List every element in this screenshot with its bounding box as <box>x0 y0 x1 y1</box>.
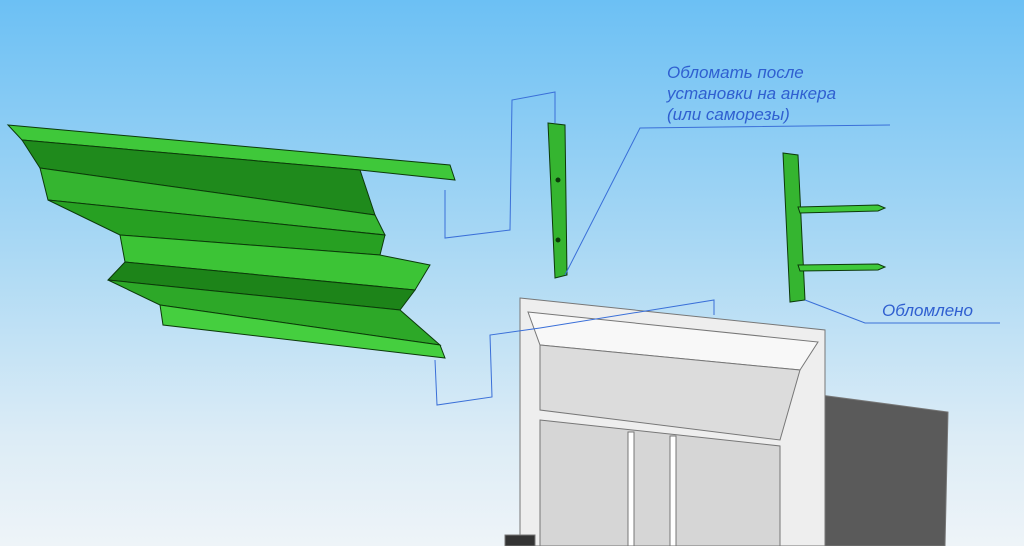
note-line: установки на анкера <box>667 84 837 103</box>
window-frame <box>504 297 949 546</box>
anchor-strip-before <box>547 122 568 279</box>
anchor-strip-after <box>782 152 887 303</box>
green-flashing-profile <box>6 124 456 359</box>
break-off-note: Обломать после установки на анкера (или … <box>667 62 836 125</box>
note-line: Обломать после <box>667 63 804 82</box>
annotation-leaders <box>434 91 1000 406</box>
note-line: (или саморезы) <box>667 105 790 124</box>
broken-off-note: Обломлено <box>882 301 973 320</box>
